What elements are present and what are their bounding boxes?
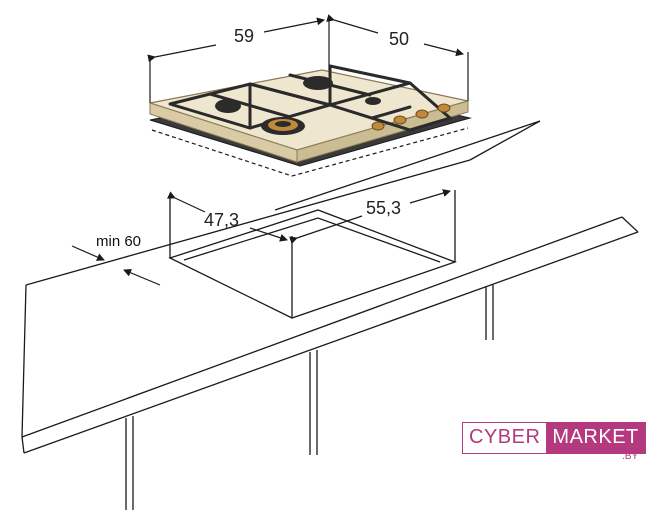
dimension-cutout-depth: [166, 191, 288, 242]
cutout-depth-label: 47,3: [204, 210, 239, 230]
dimension-cutout-width: [289, 189, 451, 245]
cabinet-legs: [125, 285, 494, 510]
burner-rear-left: [215, 99, 241, 113]
gas-hob-illustration: [149, 64, 472, 177]
cutout-width-label: 55,3: [366, 198, 401, 218]
depth-label: 50: [389, 29, 409, 49]
burner-small-right: [365, 97, 381, 105]
logo-suffix: .BY: [622, 451, 639, 462]
countertop: [21, 120, 639, 454]
burner-rear-right: [303, 76, 333, 90]
dimension-width: [147, 17, 330, 103]
dimension-depth: [326, 14, 469, 101]
knob-2: [393, 115, 407, 125]
dimension-min-distance: [71, 245, 161, 286]
logo-text-market: MARKET: [546, 423, 645, 453]
knob-3: [415, 109, 429, 119]
knob-4: [437, 103, 451, 113]
cybermarket-logo: CYBER MARKET: [462, 422, 646, 454]
min-distance-label: min 60: [96, 233, 141, 250]
logo-text-cyber: CYBER: [463, 423, 547, 453]
width-label: 59: [234, 26, 254, 46]
control-knobs: [371, 103, 451, 131]
hob-dashed-outline: [151, 127, 469, 177]
cutout-opening: [168, 190, 457, 319]
knob-1: [371, 121, 385, 131]
burner-wok-front: [261, 117, 305, 135]
